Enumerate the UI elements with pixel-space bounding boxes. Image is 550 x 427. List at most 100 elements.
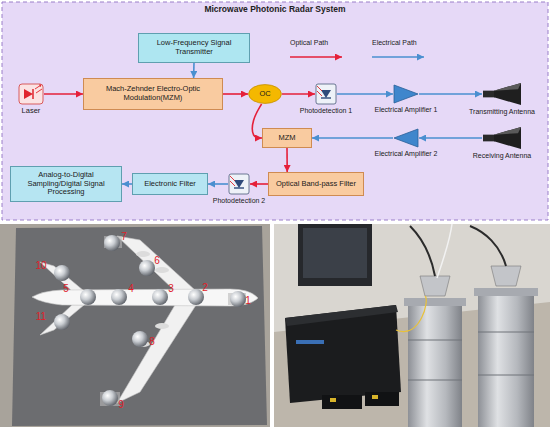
pedestal-seam xyxy=(478,332,534,333)
horn-antenna: Receiving Antenna xyxy=(482,126,522,150)
electrical-path-arrow xyxy=(337,93,393,95)
metal-sphere xyxy=(54,314,70,330)
amplifier: Electrical Amplifier 1 xyxy=(393,84,419,104)
photodetector: Photodetection 1 xyxy=(315,83,337,105)
amplifier-triangle xyxy=(394,85,418,103)
rf-cable xyxy=(470,226,506,266)
diagram-title: Microwave Photonic Radar System xyxy=(0,4,550,14)
horn-antenna-shape xyxy=(482,126,522,150)
coupler-ellipse xyxy=(249,85,282,104)
amplifier-triangle xyxy=(394,129,418,147)
photodiode xyxy=(321,97,331,98)
horn-feed xyxy=(483,91,495,98)
callout-number: 11 xyxy=(36,311,46,322)
detector-housing xyxy=(316,84,336,104)
horn-flare xyxy=(494,127,521,149)
electrical-path-arrow xyxy=(419,137,482,139)
horn-flare xyxy=(494,83,521,91)
photodiode xyxy=(234,187,244,188)
callout-number: 10 xyxy=(35,260,46,271)
pedestal-top xyxy=(404,298,466,306)
optical-path-arrow xyxy=(252,104,262,138)
aircraft-model-photo xyxy=(0,224,270,427)
callout-number: 8 xyxy=(149,336,155,347)
callout-number: 4 xyxy=(128,283,134,294)
monitor-screen xyxy=(303,228,367,278)
photo-table xyxy=(0,224,270,427)
optical-path-arrow xyxy=(223,93,248,95)
legend-label: Electrical Path xyxy=(372,39,417,46)
aircraft-engine xyxy=(155,323,169,329)
callout-number: 6 xyxy=(154,255,160,266)
connector-port xyxy=(372,395,378,399)
node-label: Optical Band-pass Filter xyxy=(269,173,363,195)
laser-source-shape xyxy=(18,83,44,105)
monitor xyxy=(298,224,372,286)
rf-cable xyxy=(396,296,426,332)
metal-sphere xyxy=(80,289,96,305)
aircraft-stabilizer xyxy=(40,305,84,335)
legend-label: Optical Path xyxy=(290,39,328,46)
component-label: Photodetection 1 xyxy=(290,107,362,115)
horn-antenna: Transmitting Antenna xyxy=(482,82,522,106)
electrical-path-arrow xyxy=(312,137,393,139)
process-box: Low-Frequency Signal Transmitter xyxy=(138,33,250,63)
lab-wall xyxy=(274,224,550,427)
component-label: Receiving Antenna xyxy=(459,152,545,160)
horn-antenna-shape xyxy=(482,82,522,106)
modulator-box: Mach-Zehnder Electro-Optic Modulation(MZ… xyxy=(83,78,223,110)
pedestal-seam xyxy=(478,375,534,376)
pedestal-seam xyxy=(408,380,462,381)
pedestal-top xyxy=(474,288,538,296)
photodetector: Photodetection 2 xyxy=(228,173,250,195)
laser-source: Laser xyxy=(18,83,44,105)
diagram-panel xyxy=(2,2,548,220)
metal-sphere xyxy=(54,265,70,281)
node-label: Mach-Zehnder Electro-Optic Modulation(MZ… xyxy=(84,79,222,109)
metal-sphere xyxy=(111,289,127,305)
lab-setup-photo xyxy=(274,224,550,427)
component-label: Electrical Amplifier 1 xyxy=(360,106,452,114)
filter-box: Optical Band-pass Filter xyxy=(268,172,364,196)
metal-sphere xyxy=(230,291,246,307)
amplifier-shape xyxy=(393,84,419,104)
laser-diode xyxy=(32,89,34,99)
filter-box: Electronic Filter xyxy=(132,173,208,195)
callout-number: 3 xyxy=(168,283,174,294)
modulator-box: MZM xyxy=(262,128,312,148)
node-label: MZM xyxy=(263,129,311,147)
electrical-path-arrow xyxy=(208,183,228,185)
instrument-top xyxy=(285,305,398,326)
laser-housing xyxy=(19,84,43,104)
antenna-pedestal xyxy=(478,292,534,427)
aircraft-engine xyxy=(136,251,150,257)
metal-sphere xyxy=(102,390,118,406)
photodiode xyxy=(234,180,244,188)
node-label: Electronic Filter xyxy=(133,174,207,194)
callout-number: 9 xyxy=(118,399,124,410)
callout-number: 7 xyxy=(121,231,127,242)
horn-flare xyxy=(494,127,521,135)
component-label: Laser xyxy=(11,107,51,116)
rf-cable xyxy=(410,226,435,276)
connector-port xyxy=(330,398,336,402)
component-label: Photodetection 2 xyxy=(203,197,275,205)
aircraft-wing xyxy=(117,305,196,403)
node-label: Low-Frequency Signal Transmitter xyxy=(139,34,249,62)
light-arrow xyxy=(317,86,322,96)
emission-arrow xyxy=(35,85,42,93)
electrical-path-arrow xyxy=(419,93,482,95)
antenna-pedestal xyxy=(408,302,462,427)
small-device xyxy=(365,392,399,406)
metal-sphere xyxy=(104,235,120,251)
small-device xyxy=(322,395,362,409)
electrical-path-arrow xyxy=(122,183,132,185)
laser-diode xyxy=(24,89,33,99)
electrical-path-arrow xyxy=(193,63,195,78)
instrument-label xyxy=(296,340,324,344)
metal-sphere xyxy=(152,289,168,305)
node-label: OC xyxy=(248,84,282,104)
